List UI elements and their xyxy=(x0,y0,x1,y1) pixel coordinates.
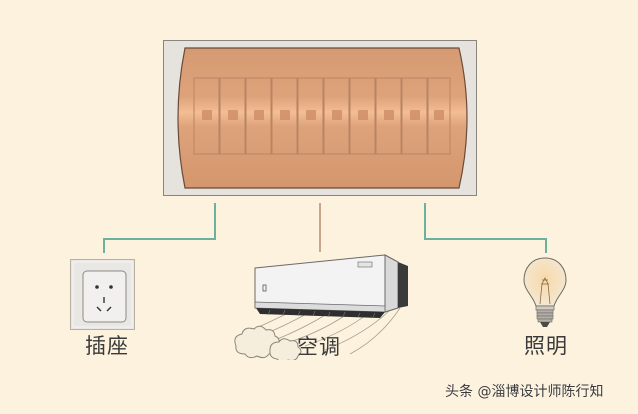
watermark: 头条 @淄博设计师陈行知 xyxy=(445,384,604,400)
breaker-row xyxy=(193,77,451,155)
distribution-panel xyxy=(177,47,468,189)
wire-lighting xyxy=(424,203,547,253)
light-bulb-icon xyxy=(523,257,567,327)
air-conditioner-label: 空调 xyxy=(297,335,341,359)
air-conditioner-icon xyxy=(234,254,408,360)
wire-socket xyxy=(103,203,216,253)
lighting-label: 照明 xyxy=(524,334,568,358)
socket-label: 插座 xyxy=(85,334,129,358)
power-socket-icon xyxy=(70,259,135,330)
